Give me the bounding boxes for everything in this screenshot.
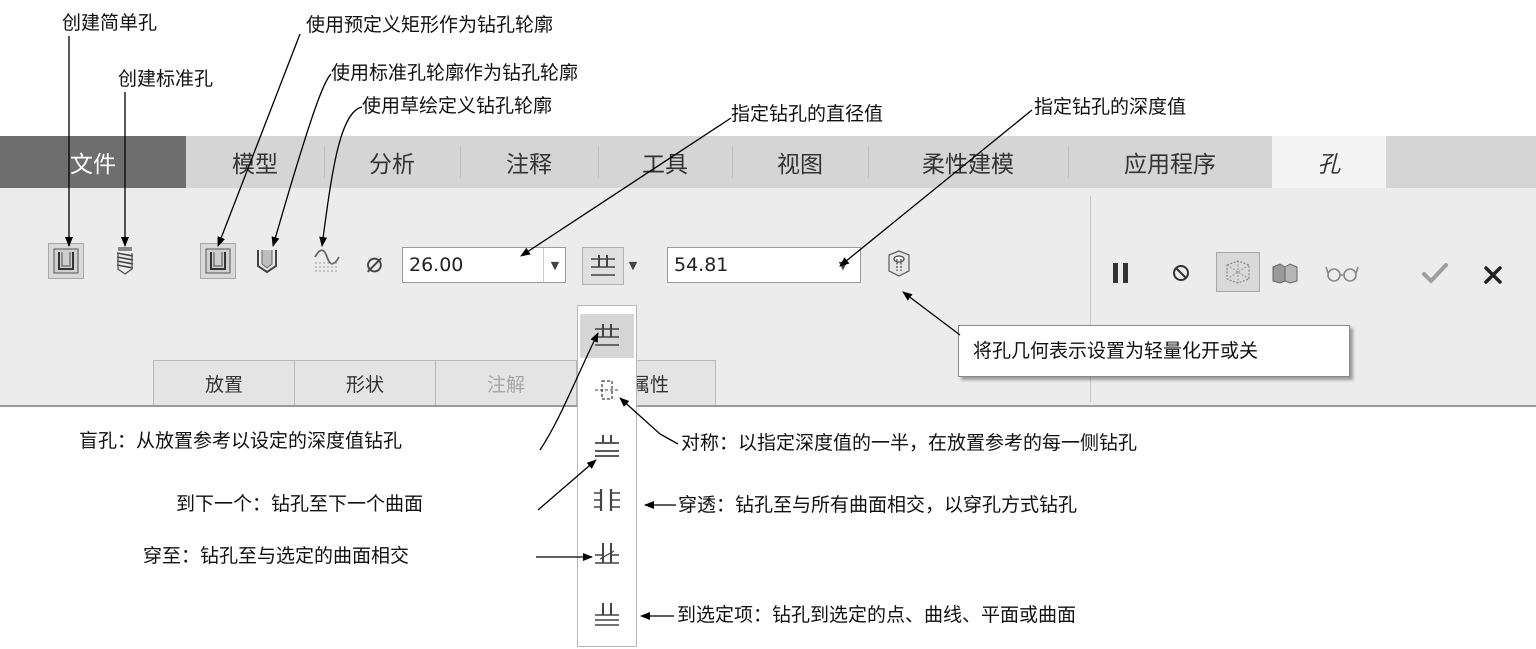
tab-divider	[460, 146, 461, 178]
tab-tools[interactable]: 工具	[598, 136, 732, 188]
depth-option-dropdown-arrow[interactable]: ▼	[628, 258, 638, 272]
rectangle-profile-button[interactable]	[200, 243, 236, 279]
tab-applications-label: 应用程序	[1124, 152, 1216, 178]
wireframe-preview-icon	[1226, 260, 1250, 284]
annotation-through-all: 穿透：钻孔至与所有曲面相交，以穿孔方式钻孔	[678, 494, 1078, 516]
annotation-diameter: 指定钻孔的直径值	[731, 103, 884, 125]
blind-depth-icon	[591, 255, 615, 276]
diameter-icon: ⌀	[366, 246, 383, 279]
simple-hole-button[interactable]	[48, 243, 84, 279]
tab-annotate-label: 注释	[506, 152, 552, 178]
lightweight-toggle-button[interactable]	[882, 247, 916, 281]
sketch-profile-button[interactable]	[310, 243, 344, 277]
ribbon-group-divider	[1090, 196, 1091, 402]
glasses-button[interactable]	[1322, 256, 1362, 290]
tab-flexible-modeling-label: 柔性建模	[922, 152, 1014, 178]
diameter-dropdown-arrow[interactable]: ▼	[543, 248, 566, 282]
subtab-shape[interactable]: 形状	[294, 360, 436, 406]
tab-divider	[732, 146, 733, 178]
blind-icon	[595, 324, 619, 346]
symmetric-icon	[595, 380, 619, 400]
standard-hole-icon	[116, 247, 134, 275]
annotation-standard-hole: 创建标准孔	[118, 68, 214, 90]
depth-option-blind[interactable]	[580, 314, 634, 358]
sketch-profile-icon	[314, 249, 340, 272]
depth-option-through-all[interactable]	[580, 478, 634, 522]
annotation-blind: 盲孔：从放置参考以设定的深度值钻孔	[79, 430, 403, 452]
depth-options-dropdown	[577, 305, 637, 647]
depth-option-to-selected[interactable]	[580, 592, 634, 636]
standard-profile-icon	[257, 250, 277, 274]
depth-option-symmetric[interactable]	[580, 368, 634, 412]
subtab-properties-label: 属性	[630, 374, 669, 396]
checkmark-icon	[1422, 263, 1448, 283]
lightweight-tooltip: 将孔几何表示设置为轻量化开或关	[958, 325, 1350, 377]
ribbon-tab-bar: 文件 模型 分析 注释 工具 视图 柔性建模 应用程序 孔	[0, 136, 1536, 188]
annotation-depth: 指定钻孔的深度值	[1034, 96, 1187, 118]
through-all-icon	[594, 489, 620, 511]
verify-mode-button[interactable]	[1268, 256, 1302, 290]
annotation-rect-profile: 使用预定义矩形作为钻孔轮廓	[306, 14, 554, 36]
tab-hole-label: 孔	[1317, 152, 1341, 178]
pause-icon	[1113, 263, 1128, 283]
tab-annotate[interactable]: 注释	[460, 136, 598, 188]
annotation-simple-hole: 创建简单孔	[62, 12, 158, 34]
tab-view[interactable]: 视图	[732, 136, 868, 188]
subtab-note[interactable]: 注解	[435, 360, 577, 406]
tab-tools-label: 工具	[642, 152, 688, 178]
standard-profile-button[interactable]	[250, 243, 284, 277]
annotation-sketch-profile: 使用草绘定义钻孔轮廓	[362, 95, 553, 117]
no-preview-button[interactable]	[1164, 256, 1198, 290]
depth-option-through-until[interactable]	[580, 532, 634, 576]
diameter-input[interactable]: 26.00	[402, 247, 566, 283]
simple-hole-icon	[53, 248, 79, 274]
annotation-to-next: 到下一个：钻孔至下一个曲面	[176, 493, 424, 515]
verify-mode-icon	[1272, 263, 1298, 284]
tab-applications[interactable]: 应用程序	[1068, 136, 1272, 188]
tab-flexible-modeling[interactable]: 柔性建模	[868, 136, 1068, 188]
to-selected-icon	[595, 603, 619, 626]
tab-model[interactable]: 模型	[186, 136, 324, 188]
no-entry-icon	[1173, 265, 1189, 281]
annotation-std-profile: 使用标准孔轮廓作为钻孔轮廓	[331, 62, 579, 84]
annotation-to-selected: 到选定项：钻孔到选定的点、曲线、平面或曲面	[677, 604, 1077, 626]
lightweight-hole-icon	[888, 250, 910, 277]
tab-file[interactable]: 文件	[0, 136, 186, 188]
through-until-icon	[595, 543, 619, 564]
subtab-placement-label: 放置	[204, 374, 243, 396]
tab-divider	[1068, 146, 1069, 178]
pause-button[interactable]	[1104, 256, 1138, 290]
tab-view-label: 视图	[777, 152, 823, 178]
tab-hole[interactable]: 孔	[1272, 136, 1386, 188]
subtab-shape-label: 形状	[345, 374, 384, 396]
subtab-note-label: 注解	[486, 374, 525, 396]
depth-dropdown-arrow[interactable]: ▼	[838, 258, 848, 272]
to-next-icon	[595, 435, 619, 457]
subtab-placement[interactable]: 放置	[153, 360, 295, 406]
depth-value: 54.81	[674, 254, 729, 276]
close-icon	[1484, 266, 1502, 284]
tab-analysis-label: 分析	[369, 152, 415, 178]
depth-option-to-next[interactable]	[580, 424, 634, 468]
preview-geometry-button[interactable]	[1216, 252, 1260, 292]
glasses-icon	[1325, 266, 1359, 282]
annotation-through-until: 穿至：钻孔至与选定的曲面相交	[143, 545, 410, 567]
standard-hole-button[interactable]	[108, 243, 142, 277]
diameter-value: 26.00	[409, 254, 464, 276]
tab-analysis[interactable]: 分析	[324, 136, 460, 188]
ok-button[interactable]	[1418, 256, 1452, 290]
tab-model-label: 模型	[232, 152, 278, 178]
depth-option-button[interactable]	[582, 247, 624, 285]
cancel-button[interactable]	[1478, 258, 1508, 292]
tab-file-label: 文件	[70, 152, 116, 178]
ribbon-bottom-border	[0, 405, 1536, 407]
rectangle-profile-icon	[205, 248, 231, 274]
annotation-symmetric: 对称：以指定深度值的一半，在放置参考的每一侧钻孔	[681, 432, 1138, 454]
